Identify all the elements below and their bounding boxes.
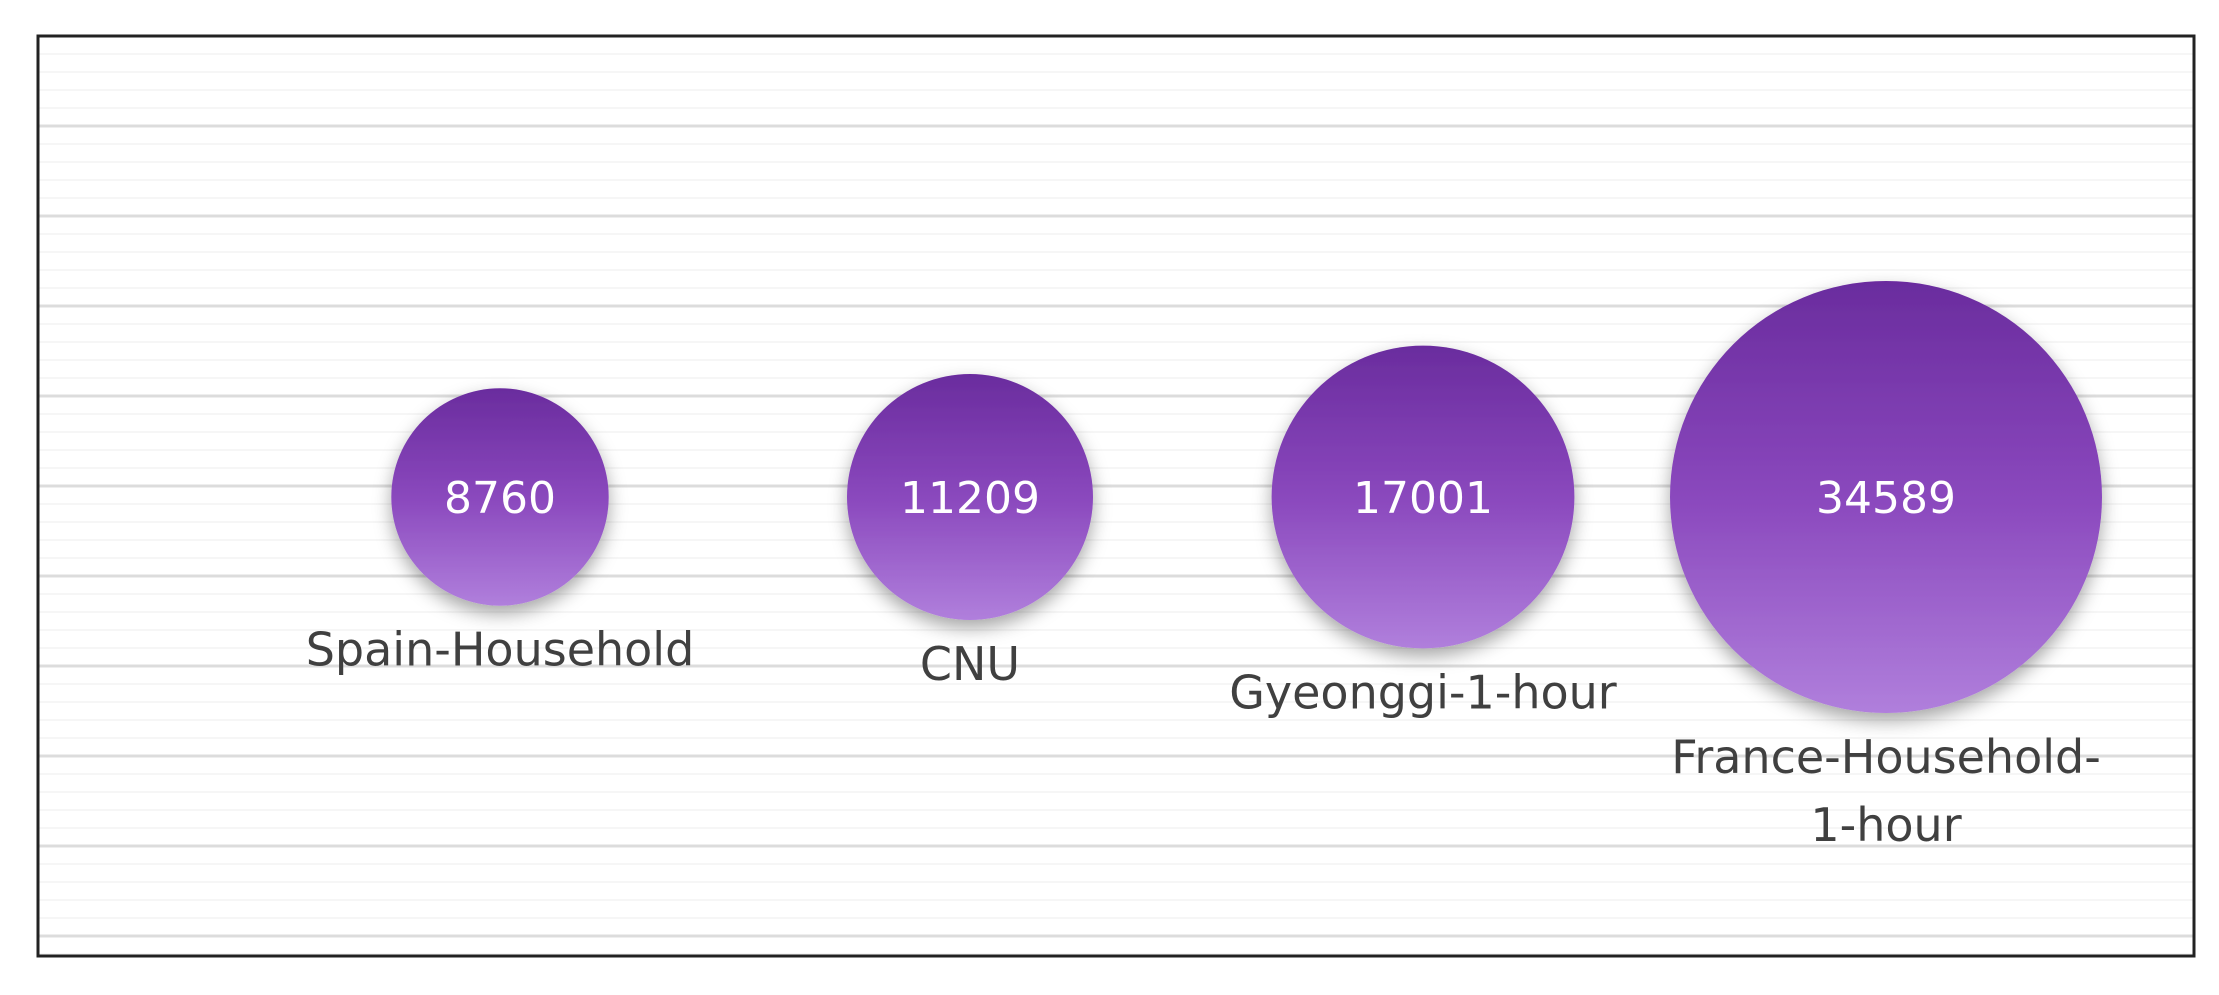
category-labels: Spain-Household CNU Gyeonggi-1-hourFrance-… bbox=[306, 623, 2101, 852]
plot-frame bbox=[36, 34, 2196, 958]
bubble-gyeonggi-1-hour bbox=[1271, 345, 1575, 649]
bubble-spain-household bbox=[391, 388, 609, 606]
category-label: Gyeonggi-1-hour bbox=[1229, 665, 1617, 719]
bubble-cnu bbox=[847, 374, 1093, 620]
bubble-value-label: 34589 bbox=[1816, 473, 1956, 524]
category-label: 1-hour bbox=[1810, 798, 1961, 852]
bubble-value-label: 17001 bbox=[1353, 473, 1493, 524]
bubble-value-label: 8760 bbox=[444, 473, 556, 524]
category-label: CNU bbox=[920, 637, 1020, 691]
bubble-france-household-1-hour bbox=[1670, 281, 2102, 713]
category-label: Spain-Household bbox=[306, 623, 695, 677]
category-label: France-Household- bbox=[1671, 730, 2101, 784]
bubbles: 8760 11209 17001 34589 bbox=[391, 281, 2102, 713]
bubble-value-label: 11209 bbox=[900, 473, 1040, 524]
